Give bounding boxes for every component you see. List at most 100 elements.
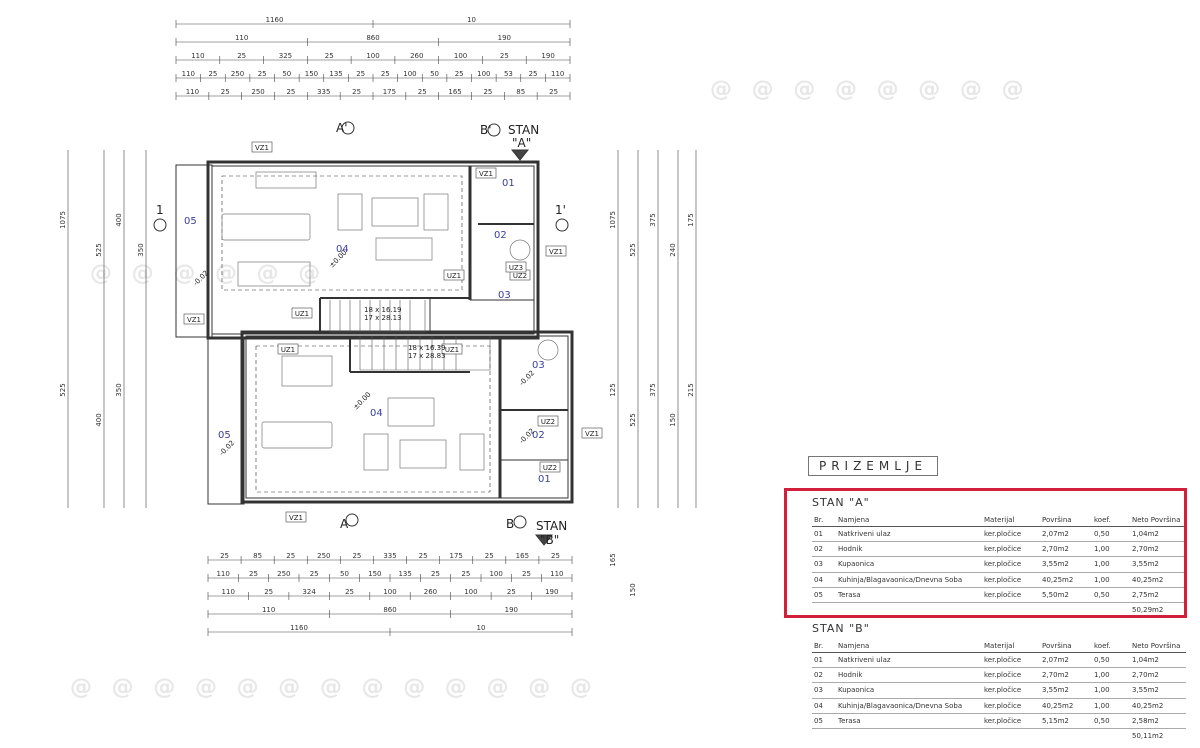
table-cell: 2,70m2 — [1040, 541, 1092, 558]
tag-box — [285, 511, 307, 523]
dimension-value: 240 — [669, 243, 677, 256]
stan-a-area-table: STAN "A" Br. Namjena Materijal Površina … — [812, 496, 1186, 617]
dimension-value: 165 — [448, 88, 461, 96]
dimension-value: 25 — [483, 88, 492, 96]
tag-box — [537, 415, 559, 427]
table-cell: 1,00 — [1092, 682, 1130, 699]
dimension-value: 250 — [317, 552, 330, 560]
dimension-value: 400 — [95, 413, 103, 426]
table-cell: 04 — [812, 572, 836, 588]
dimension-value: 250 — [231, 70, 244, 78]
dimension-value: 350 — [137, 243, 145, 256]
tag-box — [539, 461, 561, 473]
table-cell: Hodnik — [836, 667, 982, 684]
tag-label: UZ3 — [509, 264, 523, 272]
table-cell: Natkriveni ulaz — [836, 652, 982, 669]
col-neto: Neto Površina — [1130, 514, 1186, 527]
dimension-value: 1160 — [290, 624, 308, 632]
col-materijal: Materijal — [982, 514, 1040, 527]
tag-box — [277, 343, 299, 355]
table-cell: 3,55m2 — [1040, 556, 1092, 573]
dimension-value: 324 — [302, 588, 316, 596]
col-namjena: Namjena — [836, 514, 982, 527]
tag-label: VZ1 — [187, 316, 201, 324]
dimension-value: 175 — [687, 213, 695, 226]
dimension-value: 53 — [504, 70, 513, 78]
table-cell: 40,25m2 — [1130, 698, 1186, 714]
section-mark-b-top: B' — [480, 123, 492, 137]
stairs-a-line2: 17 x 28.13 — [364, 314, 402, 322]
dimension-value: 525 — [95, 243, 103, 256]
dimension-value: 25 — [431, 570, 440, 578]
table-cell: ker.pločice — [982, 541, 1040, 558]
table-cell: 2,70m2 — [1040, 667, 1092, 684]
tag-box — [443, 269, 465, 281]
dimension-value: 25 — [221, 88, 230, 96]
dimension-value: 1075 — [609, 211, 617, 229]
dimension-value: 260 — [410, 52, 423, 60]
table-cell: 01 — [812, 526, 836, 543]
dimension-value: 110 — [216, 570, 229, 578]
col-br: Br. — [812, 514, 836, 527]
dimension-value: 190 — [505, 606, 518, 614]
dimension-value: 190 — [541, 52, 554, 60]
col-br: Br. — [812, 640, 836, 653]
dimension-value: 25 — [310, 570, 319, 578]
table-cell: 0,50 — [1092, 652, 1130, 669]
dimension-value: 10 — [477, 624, 486, 632]
dimension-value: 85 — [516, 88, 525, 96]
col-povrsina: Površina — [1040, 514, 1092, 527]
table-cell: Terasa — [836, 587, 982, 603]
dimension-value: 110 — [182, 70, 195, 78]
table-cell: 40,25m2 — [1040, 572, 1092, 588]
table-cell: 2,58m2 — [1130, 713, 1186, 729]
table-cell: 2,70m2 — [1130, 541, 1186, 558]
dimension-value: 85 — [253, 552, 262, 560]
tag-box — [441, 343, 463, 355]
dimension-value: 110 — [550, 570, 563, 578]
dimension-value: 335 — [383, 552, 396, 560]
stan-b-area-table: STAN "B" Br. Namjena Materijal Površina … — [812, 622, 1186, 743]
furniture — [221, 171, 559, 471]
dimension-value: 25 — [551, 552, 560, 560]
dimension-value: 110 — [191, 52, 204, 60]
dimension-value: 175 — [383, 88, 396, 96]
dimension-value: 25 — [500, 52, 509, 60]
table-total-row: 50,29m2 — [812, 602, 1186, 617]
table-cell: 40,25m2 — [1130, 572, 1186, 588]
table-cell: 05 — [812, 587, 836, 603]
table-cell: 1,00 — [1092, 667, 1130, 684]
dimension-value: 25 — [258, 70, 267, 78]
section-mark-b-bottom: B — [506, 517, 514, 531]
table-cell: Kupaonica — [836, 556, 982, 573]
tag-label: UZ1 — [295, 310, 309, 318]
stan-a-title: STAN "A" — [812, 496, 870, 509]
dimension-value: 175 — [449, 552, 462, 560]
table-cell: 2,70m2 — [1130, 667, 1186, 684]
dimension-value: 110 — [222, 588, 235, 596]
dimension-value: 150 — [368, 570, 381, 578]
watermark: @ @ @ @ @ @ — [90, 261, 326, 286]
dimension-value: 50 — [340, 570, 349, 578]
dimension-value: 100 — [366, 52, 379, 60]
dimension-value: 25 — [485, 552, 494, 560]
dimension-value: 250 — [251, 88, 264, 96]
table-cell: 1,04m2 — [1130, 652, 1186, 669]
dimension-value: 25 — [352, 552, 361, 560]
dimension-value: 25 — [325, 52, 334, 60]
col-koef: koef. — [1092, 640, 1130, 653]
table-cell: Kuhinja/Blagavaonica/Dnevna Soba — [836, 572, 982, 588]
table-cell: Kuhinja/Blagavaonica/Dnevna Soba — [836, 698, 982, 714]
dimension-value: 100 — [403, 70, 416, 78]
dimension-value: 25 — [286, 88, 295, 96]
level-mark: -0.02 — [218, 439, 236, 457]
dimension-value: 25 — [507, 588, 516, 596]
section-mark-a-bottom: A — [340, 517, 349, 531]
dimension-value: 525 — [59, 383, 67, 396]
